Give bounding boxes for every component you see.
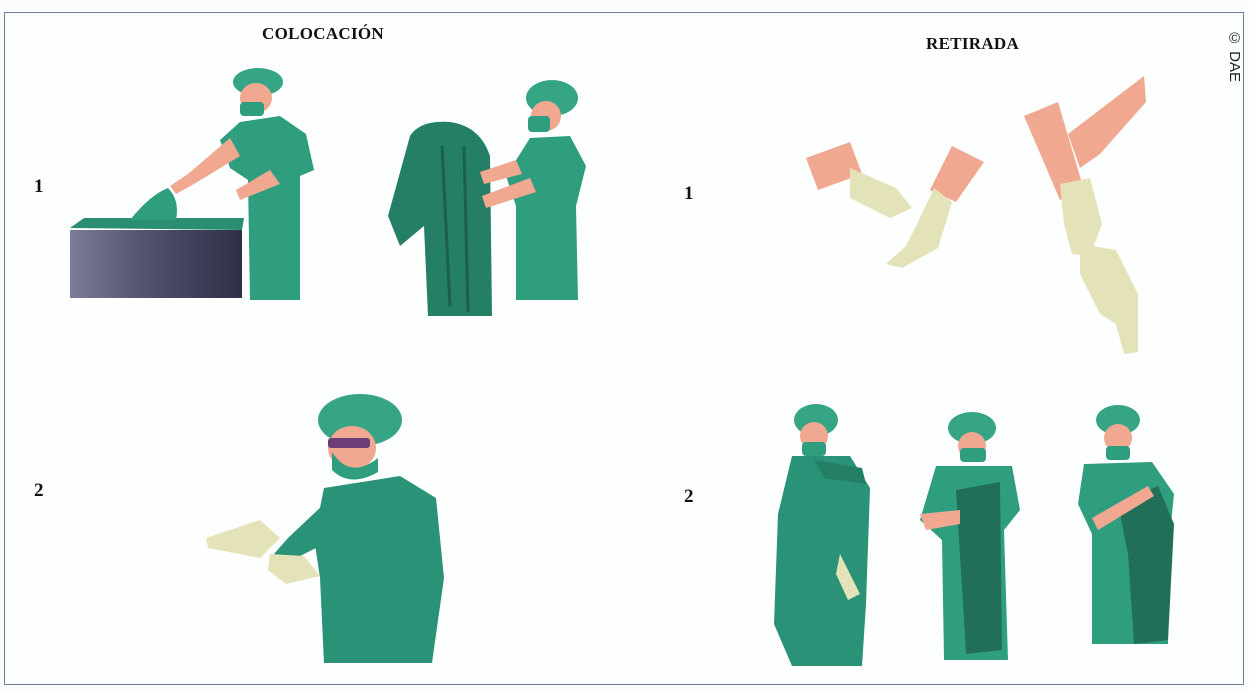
mask [960, 448, 986, 462]
forearm-upper [1068, 76, 1146, 168]
mask [1106, 446, 1130, 460]
copyright-credit: © DAE [1226, 30, 1243, 82]
table-body [70, 230, 242, 298]
illustration-gown-on-table [70, 60, 330, 305]
step-number-right-2: 2 [684, 486, 694, 508]
glove-right [268, 554, 320, 584]
illustration-holding-gown [380, 76, 590, 321]
glove-left [206, 520, 280, 558]
mask [528, 116, 550, 132]
glove-left [850, 168, 912, 218]
glove-peeled [1080, 244, 1138, 354]
illustration-removing-gown-3 [1078, 404, 1183, 656]
illustration-removing-glove-1 [806, 138, 996, 283]
mask [802, 442, 826, 456]
illustration-removing-glove-2 [1020, 74, 1160, 359]
heading-retirada: RETIRADA [926, 34, 1019, 54]
illustration-removing-gown-2 [916, 410, 1026, 662]
step-number-left-1: 1 [34, 176, 44, 198]
mask [240, 102, 264, 116]
scrubs-body [506, 136, 586, 300]
goggles [328, 438, 370, 448]
unfolded-gown [388, 122, 492, 316]
illustration-removing-gown-1 [770, 404, 875, 666]
heading-colocacion: COLOCACIÓN [262, 24, 384, 44]
gown-body [774, 456, 870, 666]
gown-body [314, 476, 444, 663]
step-number-right-1: 1 [684, 183, 694, 205]
illustration-putting-on-gloves [200, 388, 450, 663]
folded-gown [130, 188, 177, 220]
step-number-left-2: 2 [34, 480, 44, 502]
